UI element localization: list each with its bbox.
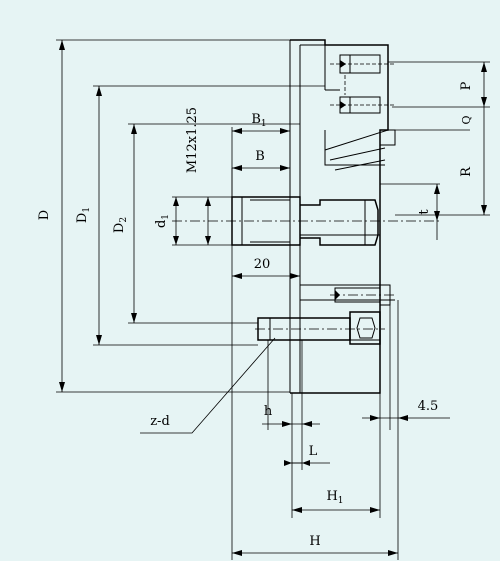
dimension-lines xyxy=(59,40,487,556)
label-Q: Q xyxy=(460,115,473,124)
label-20: 20 xyxy=(254,257,271,272)
zd-screw xyxy=(257,311,381,345)
label-D1: D1 xyxy=(75,207,92,223)
label-d1: d1 xyxy=(154,214,171,228)
label-t: t xyxy=(417,209,432,215)
label-thread: M12x1.25 xyxy=(185,107,200,173)
label-z-d: z-d xyxy=(150,414,170,429)
dimension-labels: D D1 D2 d1 M12x1.25 B1 B 20 P Q R t 4.5 … xyxy=(37,81,474,549)
label-B1: B1 xyxy=(251,112,266,129)
extension-lines xyxy=(56,39,490,560)
top-screws xyxy=(330,54,395,114)
label-R: R xyxy=(459,166,474,177)
centerlines xyxy=(172,220,440,330)
label-L: L xyxy=(309,444,318,459)
label-D2: D2 xyxy=(112,217,129,233)
label-H: H xyxy=(309,534,320,549)
label-P: P xyxy=(459,81,474,90)
label-D: D xyxy=(37,210,52,220)
label-H1: H1 xyxy=(326,489,343,506)
label-4-5: 4.5 xyxy=(418,399,439,414)
label-h: h xyxy=(264,404,273,419)
label-B: B xyxy=(255,149,265,164)
